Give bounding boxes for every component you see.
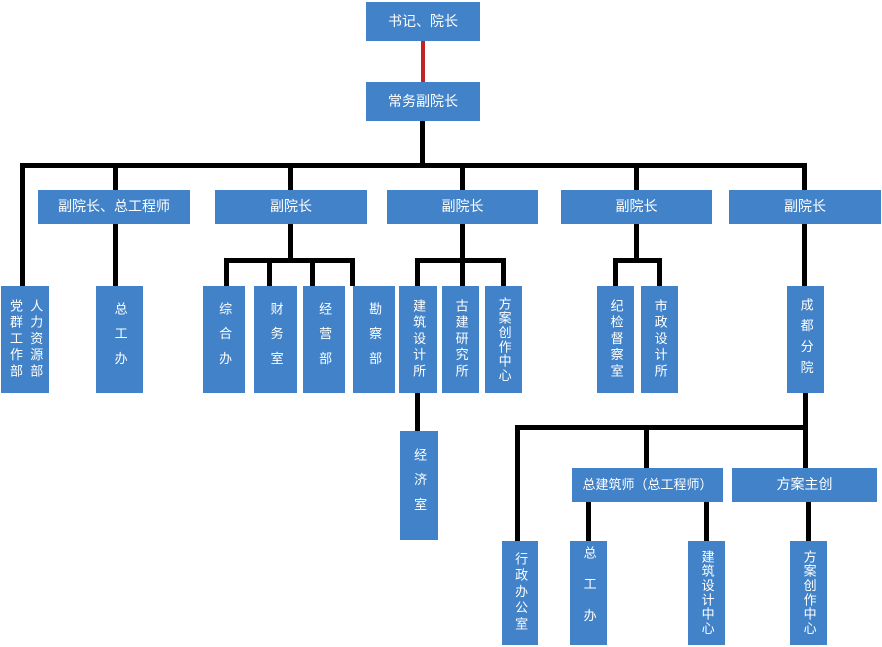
node-scheme-creation-center-branch: 方案创作中心	[790, 541, 827, 645]
connector	[20, 163, 25, 286]
connector	[310, 258, 315, 286]
node-chief-eng-office-branch: 总工办	[570, 541, 607, 645]
connector	[288, 163, 293, 190]
connector	[501, 258, 506, 286]
node-arch-design-institute: 建筑设计所	[399, 286, 437, 393]
connector	[113, 163, 118, 190]
connector	[634, 163, 639, 190]
connector	[350, 258, 355, 286]
connector	[634, 224, 639, 262]
node-chief-eng-office: 总工办	[96, 286, 143, 393]
connector	[586, 502, 591, 541]
connector	[460, 258, 465, 286]
node-admin-office: 行政办公室	[502, 541, 538, 645]
connector	[515, 425, 520, 541]
node-ancient-arch-institute: 古建研究所	[442, 286, 479, 393]
connector	[644, 425, 649, 468]
node-vp3: 副院长	[387, 190, 538, 224]
connector	[460, 224, 465, 262]
node-chief-architect: 总建筑师（总工程师）	[572, 468, 723, 502]
node-exec-vice-dean: 常务副院长	[366, 82, 480, 121]
node-party-group-dept: 党群工作部	[8, 298, 23, 381]
node-vp4: 副院长	[561, 190, 712, 224]
connector	[806, 502, 811, 541]
connector	[20, 163, 807, 168]
connector	[224, 258, 229, 286]
connector	[415, 393, 420, 431]
connector	[613, 258, 618, 286]
node-secretary-dean: 书记、院长	[366, 2, 480, 41]
connector	[803, 425, 808, 468]
node-party-group-and-hr: 党群工作部 人力资源部	[1, 286, 49, 393]
connector	[288, 224, 293, 262]
node-hr-dept: 人力资源部	[28, 298, 44, 381]
connector	[802, 224, 807, 286]
connector	[613, 258, 662, 263]
node-operations-dept: 经营部	[303, 286, 345, 393]
connector	[802, 163, 807, 190]
connector	[224, 258, 355, 263]
connector	[113, 224, 118, 286]
red-connector-root-to-exec	[421, 41, 425, 82]
node-municipal-design-institute: 市政设计所	[641, 286, 678, 393]
node-vp-chief-engineer: 副院长、总工程师	[38, 190, 190, 224]
connector	[420, 121, 425, 168]
node-chengdu-branch: 成都分院	[787, 286, 824, 393]
connector	[657, 258, 662, 286]
node-survey-dept: 勘察部	[353, 286, 395, 393]
node-vp2: 副院长	[215, 190, 367, 224]
node-arch-design-center: 建筑设计中心	[688, 541, 725, 645]
node-discipline-inspection-office: 纪检督察室	[597, 286, 634, 393]
node-scheme-creation-center: 方案创作中心	[485, 286, 522, 393]
node-finance-office: 财务室	[254, 286, 297, 393]
node-general-office: 综合办	[203, 286, 245, 393]
connector	[515, 425, 808, 430]
node-economy-office: 经济室	[400, 431, 438, 540]
connector	[460, 163, 465, 190]
node-scheme-lead: 方案主创	[732, 468, 877, 502]
connector	[415, 258, 420, 286]
node-vp5: 副院长	[729, 190, 881, 224]
connector	[803, 393, 808, 427]
connector	[267, 258, 272, 286]
connector	[704, 502, 709, 541]
